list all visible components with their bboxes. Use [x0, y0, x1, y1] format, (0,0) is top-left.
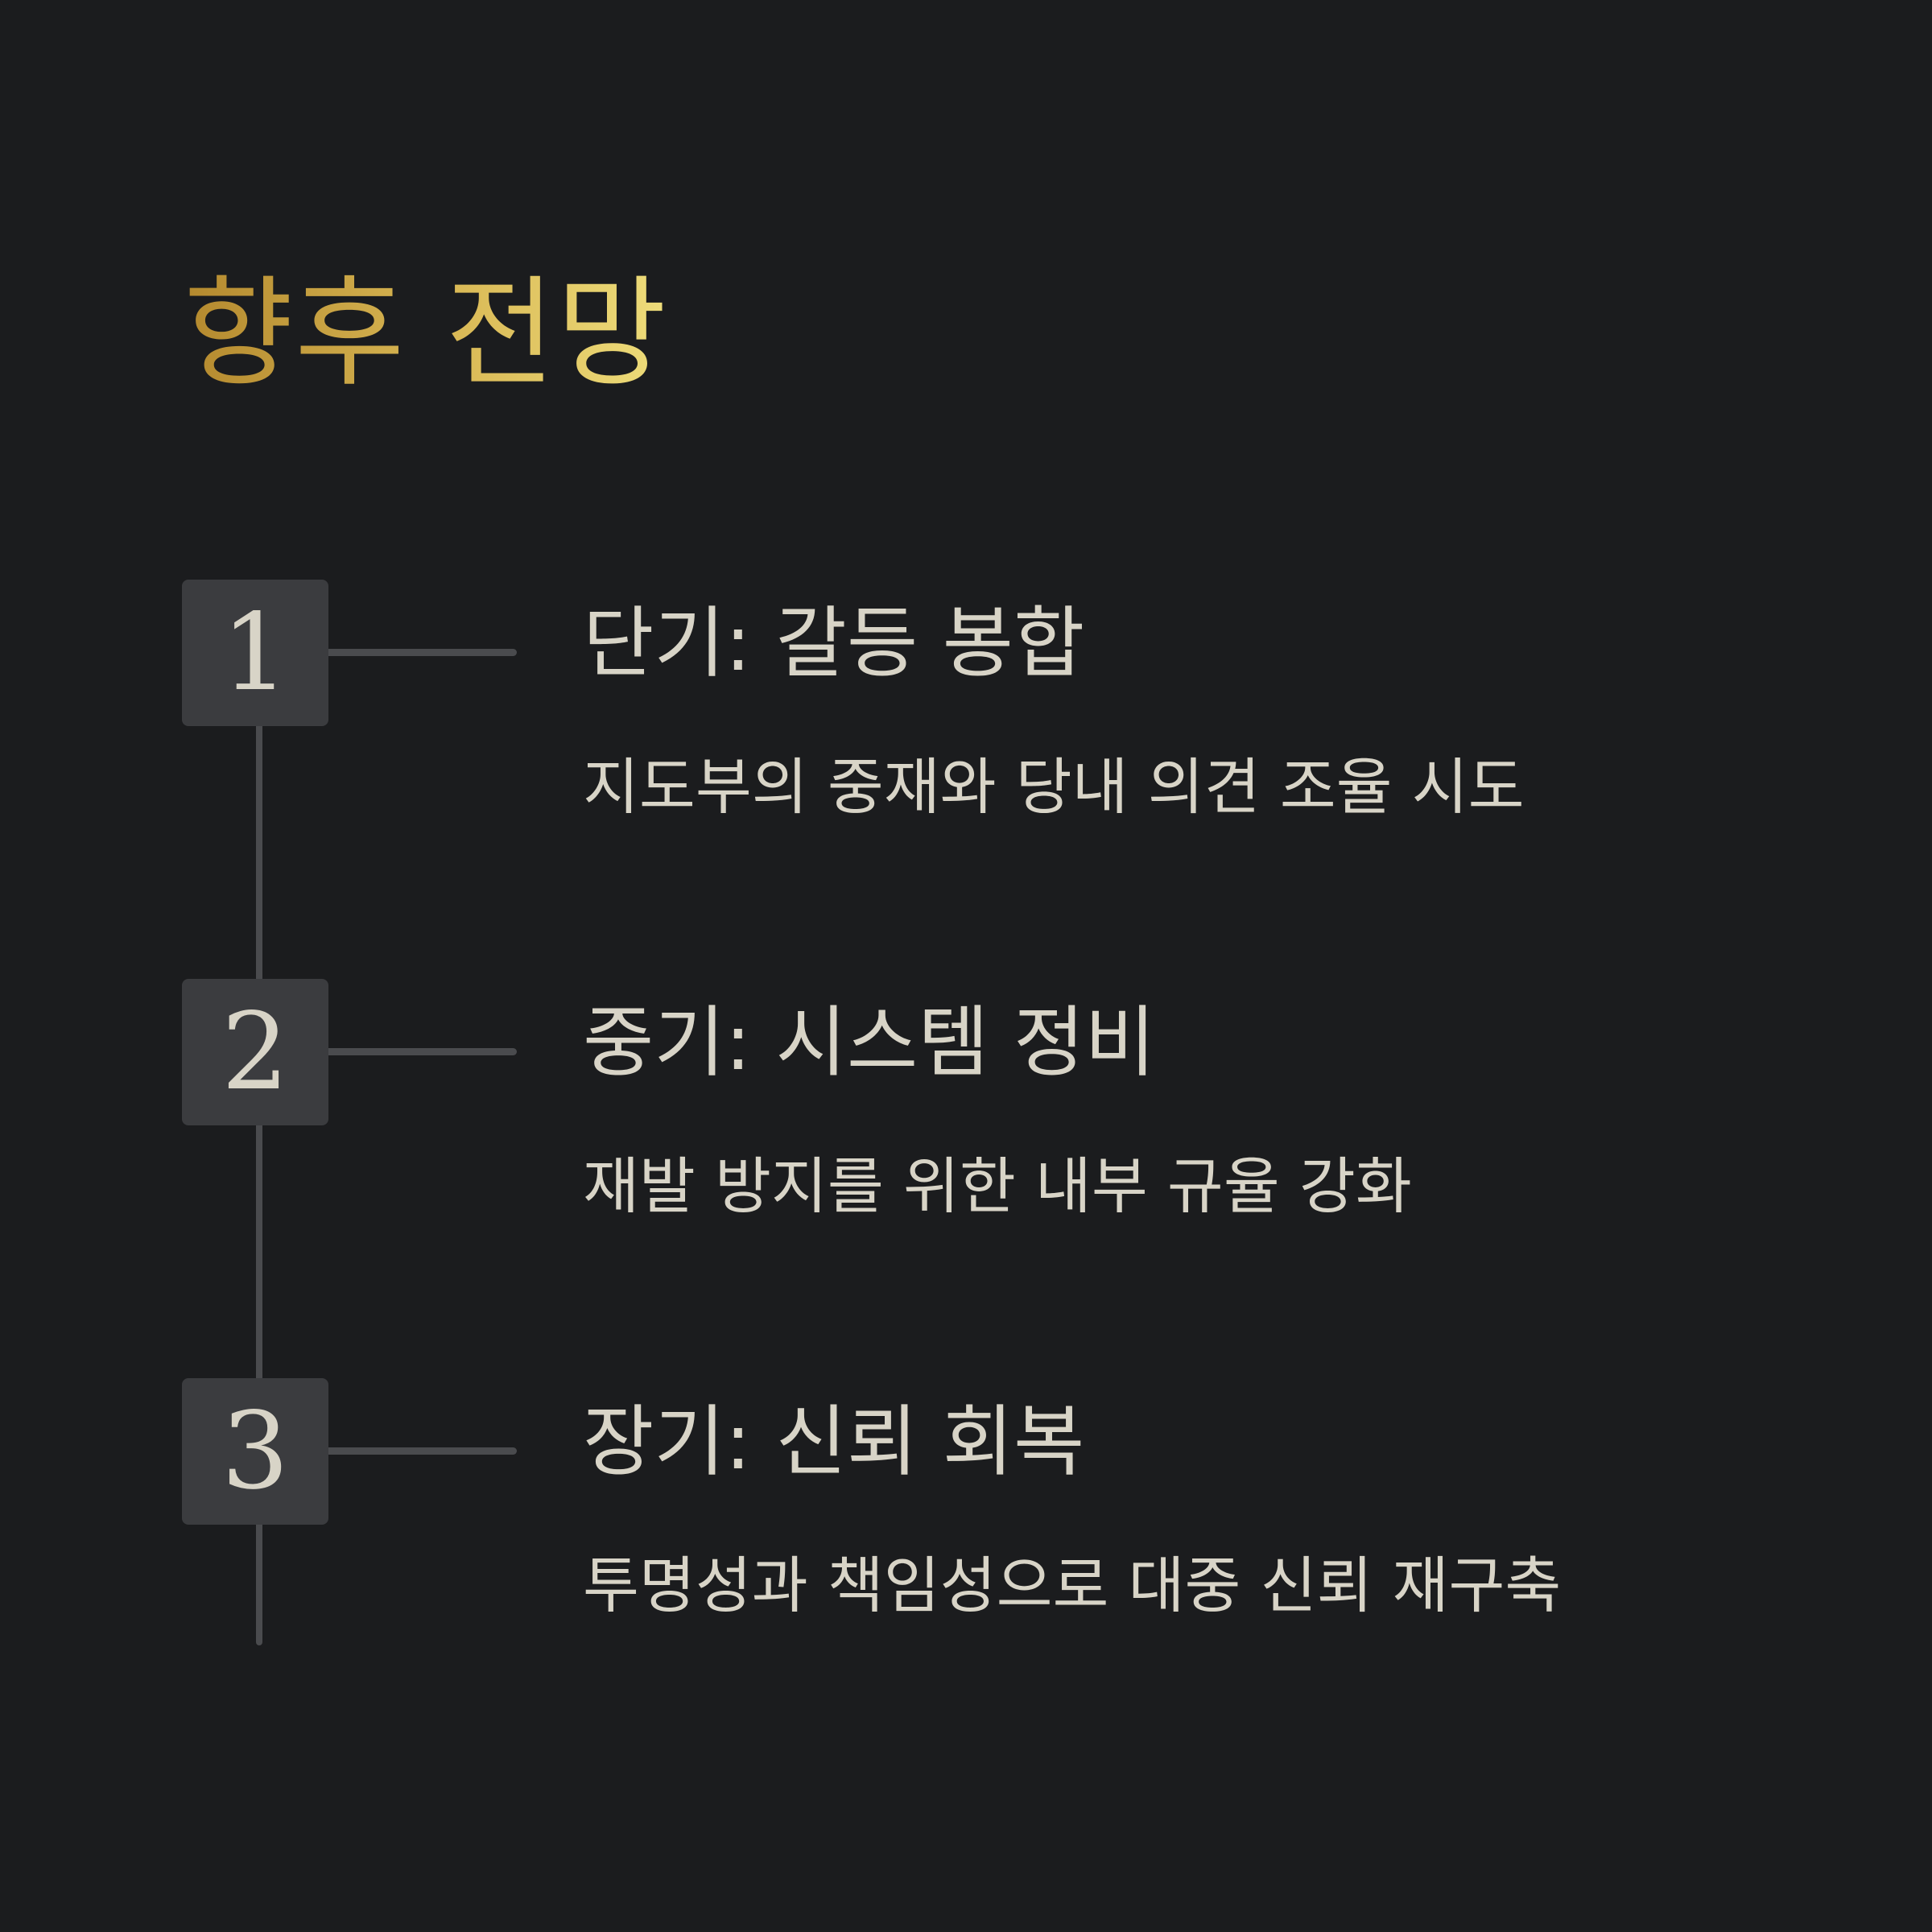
step-connector-line — [328, 649, 517, 656]
timeline-spine — [256, 654, 262, 1645]
timeline-step-2: 2 중기: 시스템 정비 재발 방지를 위한 내부 규율 강화 — [182, 979, 1792, 1245]
timeline-step-3: 3 장기: 신뢰 회복 투명성과 책임성으로 대중 신뢰 재구축 — [182, 1378, 1792, 1644]
step-description: 재발 방지를 위한 내부 규율 강화 — [583, 1150, 1412, 1222]
step-number-badge: 3 — [182, 1378, 328, 1525]
timeline-step-1: 1 단기: 갈등 봉합 지도부의 중재와 당내 의견 조율 시도 — [182, 580, 1792, 845]
page-title: 향후 전망 — [184, 264, 668, 402]
step-heading: 중기: 시스템 정비 — [583, 997, 1156, 1088]
step-description: 지도부의 중재와 당내 의견 조율 시도 — [583, 751, 1525, 823]
step-number-badge: 1 — [182, 580, 328, 726]
step-heading: 장기: 신뢰 회복 — [583, 1397, 1085, 1487]
step-connector-line — [328, 1447, 517, 1455]
step-number-badge: 2 — [182, 979, 328, 1125]
step-connector-line — [328, 1048, 517, 1055]
step-description: 투명성과 책임성으로 대중 신뢰 재구축 — [583, 1550, 1562, 1621]
step-heading: 단기: 갈등 봉합 — [583, 598, 1085, 688]
